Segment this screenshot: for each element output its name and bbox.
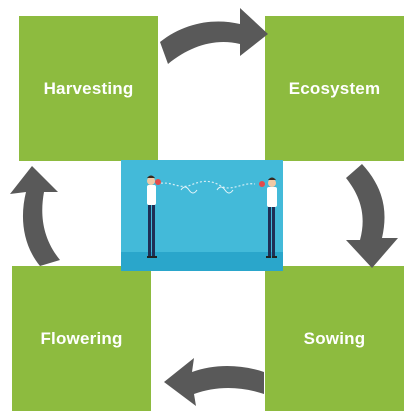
curved-arrow-icon: [160, 8, 268, 64]
illustration-ground: [121, 252, 283, 271]
center-illustration: [121, 160, 283, 271]
left-businessman: [147, 175, 161, 258]
curved-arrow-icon: [164, 358, 264, 406]
tin-can-phone-illustration: [121, 160, 283, 271]
step-box-ecosystem: Ecosystem: [265, 16, 404, 161]
step-label-ecosystem: Ecosystem: [288, 78, 381, 98]
step-box-sowing: Sowing: [265, 266, 404, 411]
tin-can-left: [155, 179, 161, 185]
curved-arrow-icon: [10, 166, 60, 266]
step-label-flowering: Flowering: [40, 328, 123, 348]
step-box-flowering: Flowering: [12, 266, 151, 411]
right-businessman: [259, 177, 277, 258]
step-label-harvesting: Harvesting: [43, 78, 134, 98]
curved-arrow-icon: [346, 164, 398, 268]
tin-can-right: [259, 181, 265, 187]
step-label-sowing: Sowing: [303, 328, 366, 348]
sound-waves: [180, 186, 234, 194]
step-box-harvesting: Harvesting: [19, 16, 158, 161]
